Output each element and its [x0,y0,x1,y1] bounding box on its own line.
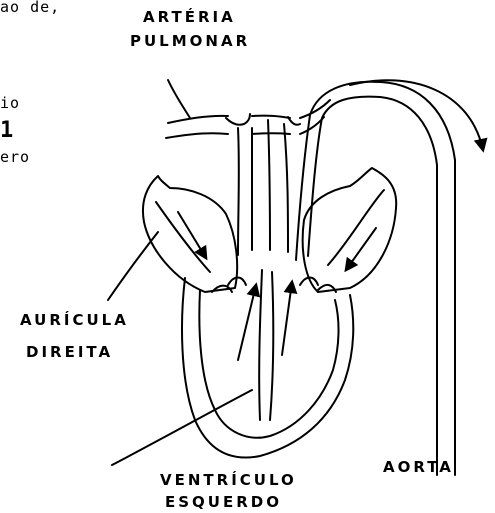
ventricle-outline-inner [199,290,338,438]
ventricle-arrow-1 [238,285,256,360]
septum [259,270,273,420]
pulmonary-artery-tube-bottom [166,117,324,138]
central-vessel-inner-right [268,120,270,250]
leader-arteria-pulmonar [168,80,190,118]
pulmonary-valve-left [226,114,250,125]
left-atrium [303,168,397,292]
central-vessel-right [284,124,288,252]
leader-auricula-direita [108,232,158,300]
pulmonary-valve-right [288,117,300,125]
leader-ventriculo-esquerdo [112,390,252,465]
ventricle-outline-outer [182,278,353,458]
central-vessel-left [238,128,239,255]
ventricle-arrow-2 [282,282,292,355]
